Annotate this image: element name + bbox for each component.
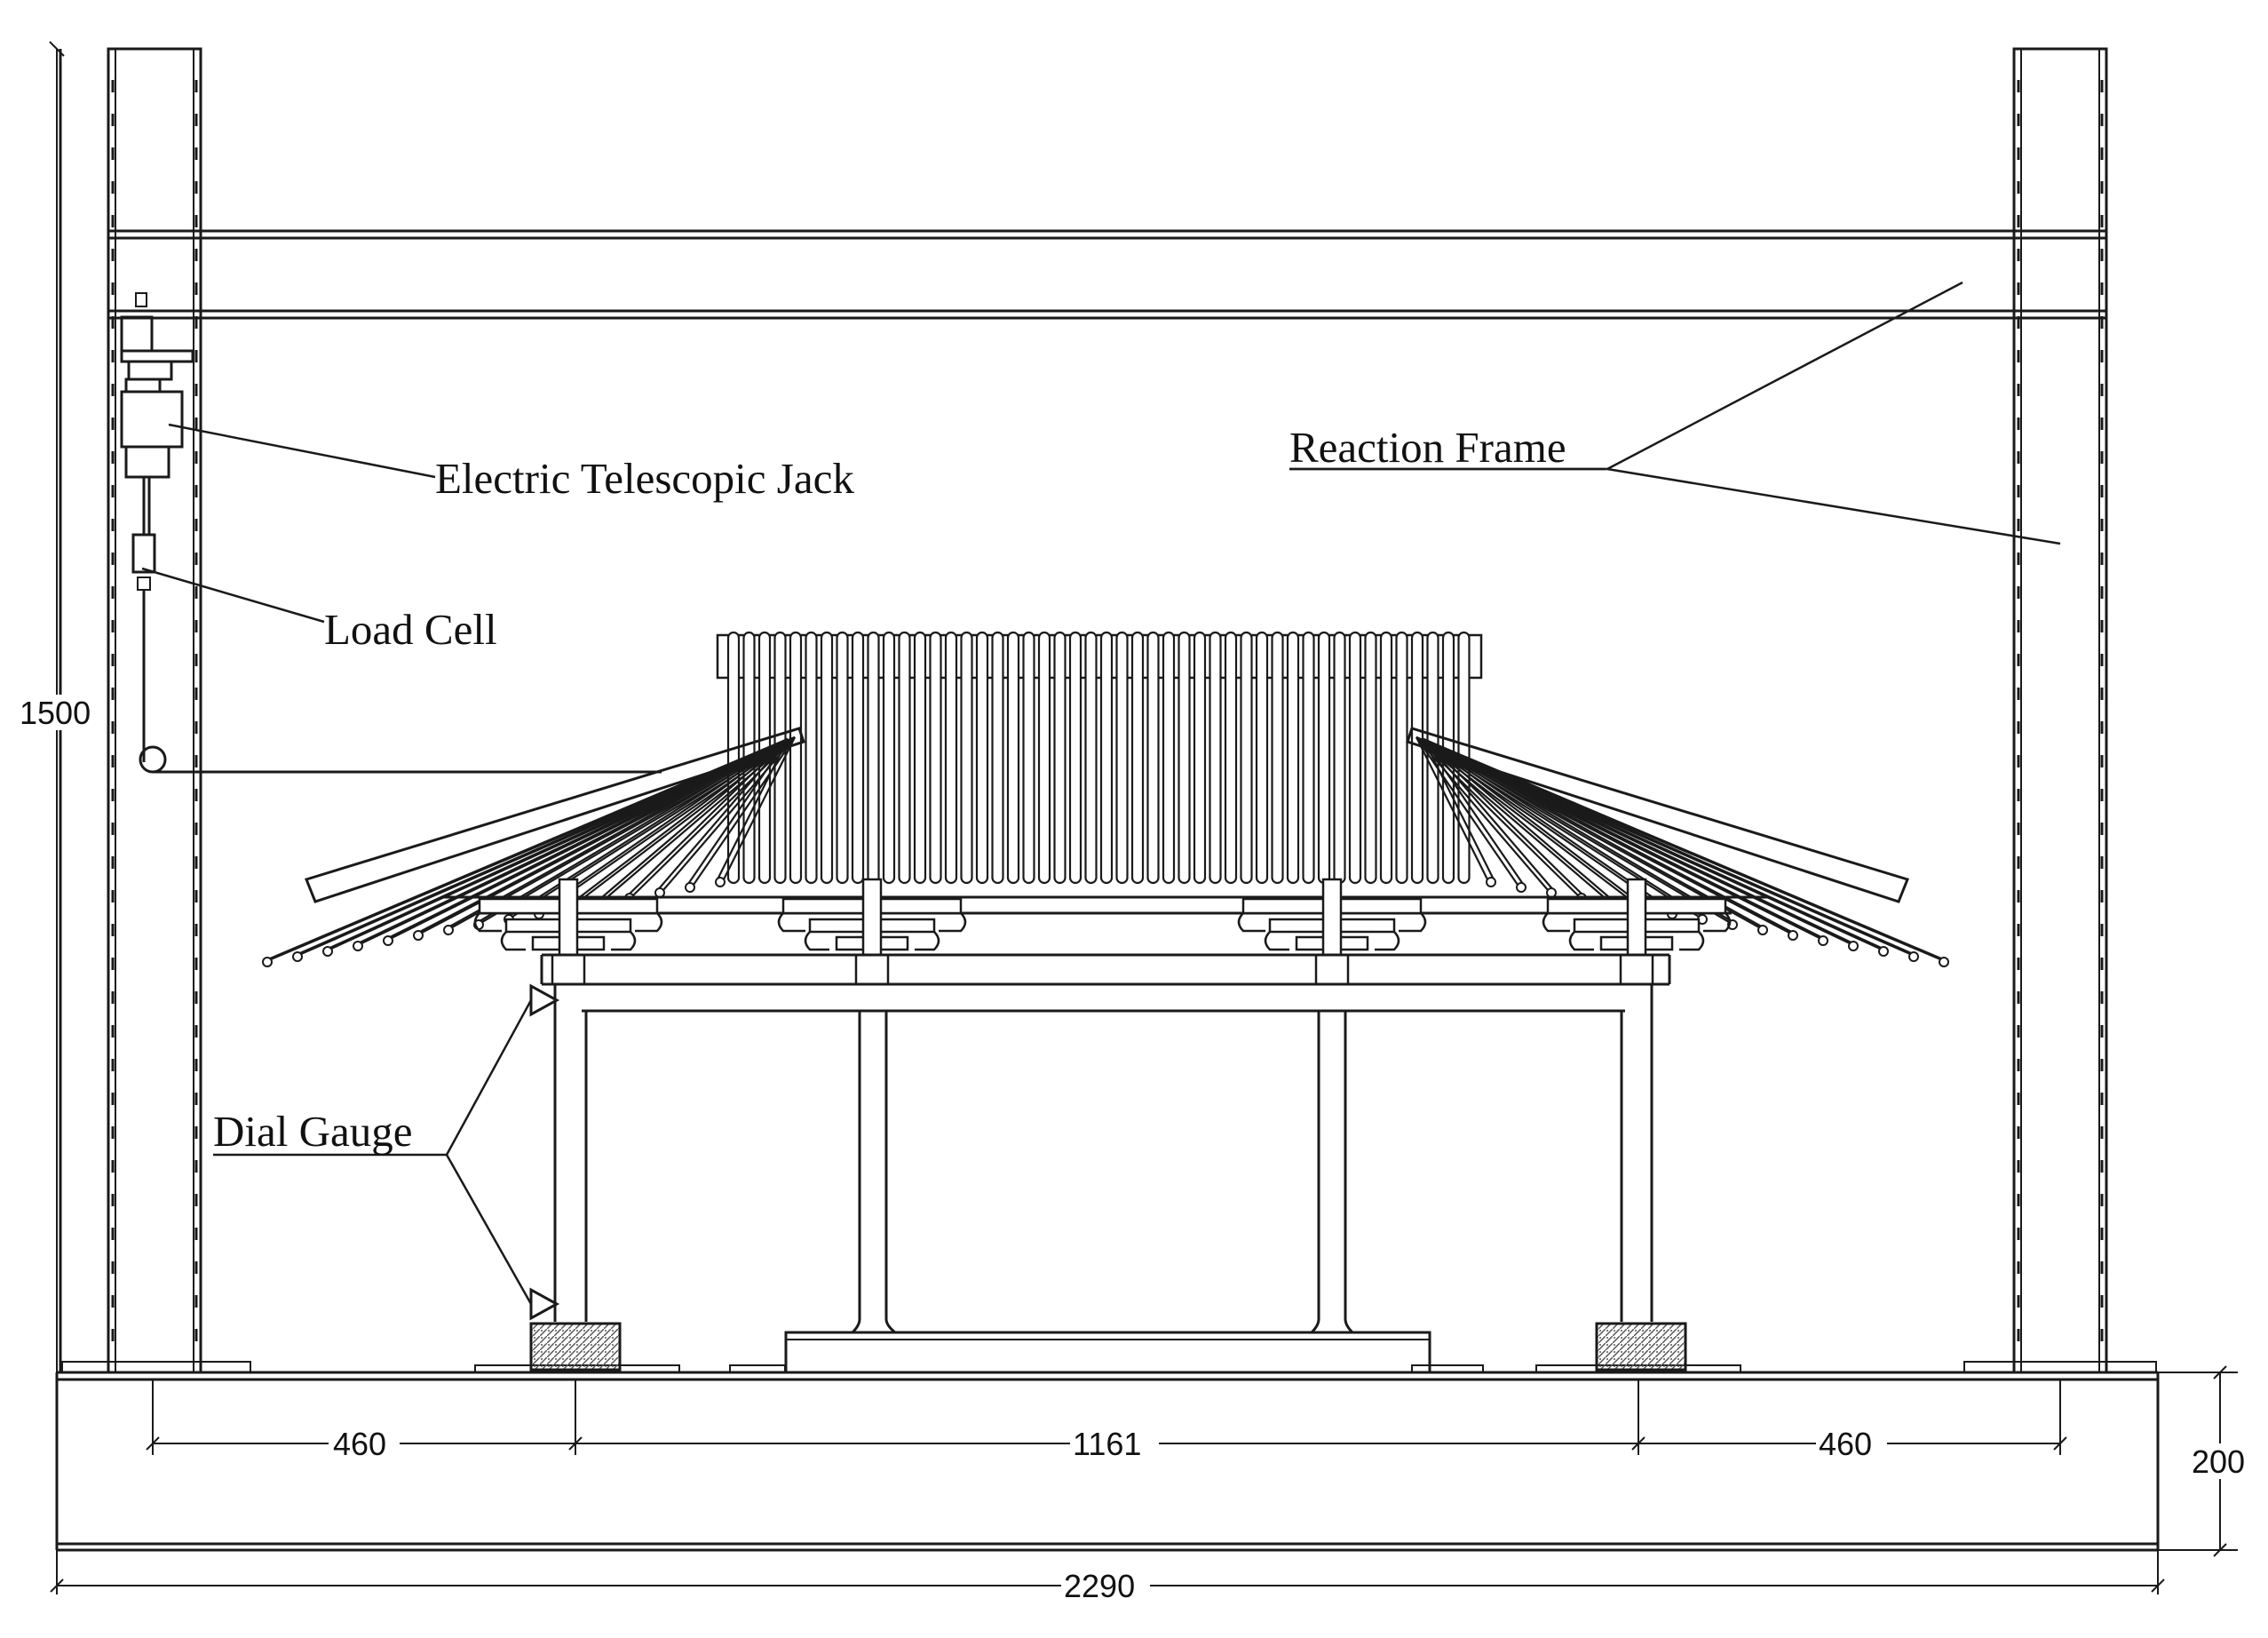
rafter [1006, 631, 1020, 885]
rafter [805, 631, 818, 885]
rafter [1146, 631, 1160, 885]
rafter [1224, 631, 1238, 885]
label-electric-telescopic-jack: Electric Telescopic Jack [435, 454, 854, 503]
base-slab [55, 1361, 2160, 1552]
bracket-set [1542, 878, 1732, 986]
rafter [1255, 631, 1269, 885]
rafter [1271, 631, 1284, 885]
jack-cable [139, 745, 662, 774]
dim-span-right-460: 460 [1819, 1426, 1872, 1462]
dial-gauges [529, 983, 560, 1321]
dougong-bracket-sets [473, 878, 1732, 986]
rafter [1037, 631, 1051, 885]
bracket-set [777, 878, 967, 986]
rafter [1410, 631, 1424, 885]
rafter [851, 631, 865, 885]
dim-height-1500: 1500 [20, 695, 91, 731]
bracket-set [1237, 878, 1427, 986]
reaction-frame-crossbeam [108, 229, 2106, 320]
rafter [1317, 631, 1331, 885]
ancient-timber-building-model [262, 631, 1949, 1372]
rafter [882, 631, 896, 885]
rafter [1379, 631, 1393, 885]
rafter [913, 631, 927, 885]
rafter [929, 631, 942, 885]
rafter [1022, 631, 1035, 885]
dial-gauge-top [529, 983, 560, 1017]
dim-width-2290: 2290 [1064, 1568, 1135, 1604]
rafter [1084, 631, 1098, 885]
right-frame-column [2012, 47, 2108, 1374]
rafter [1240, 631, 1253, 885]
rafter [1193, 631, 1207, 885]
column-bases [529, 1322, 1687, 1372]
rafter [1348, 631, 1362, 885]
rafter [1178, 631, 1191, 885]
rafter [1286, 631, 1300, 885]
rafter [1302, 631, 1315, 885]
right-column-bolt-holes [2017, 80, 2104, 1341]
rafter [1068, 631, 1082, 885]
left-eave-rafters [262, 736, 796, 967]
rafter [1209, 631, 1222, 885]
rafter [1162, 631, 1176, 885]
dim-span-center-1161: 1161 [1073, 1426, 1141, 1462]
rafter [1364, 631, 1377, 885]
rafter [836, 631, 849, 885]
dim-span-left-460: 460 [333, 1426, 386, 1462]
load-cell [131, 533, 156, 762]
left-column-bolt-holes [111, 80, 198, 1341]
label-load-cell: Load Cell [324, 605, 497, 654]
rafter [1395, 631, 1408, 885]
electric-telescopic-jack [120, 292, 194, 535]
dim-base-200: 200 [2192, 1443, 2245, 1480]
building-columns [553, 984, 1653, 1334]
dial-gauge-bottom [529, 1287, 560, 1321]
rafter [1053, 631, 1067, 885]
rafter [975, 631, 989, 885]
rafter [991, 631, 1004, 885]
rafter [1333, 631, 1346, 885]
right-eave-rafters [1416, 736, 1949, 967]
roof-rafters [726, 631, 1471, 885]
rafter [789, 631, 803, 885]
label-reaction-frame: Reaction Frame [1289, 423, 1566, 472]
rafter [960, 631, 973, 885]
rafter [820, 631, 834, 885]
rafter [898, 631, 911, 885]
label-dial-gauge: Dial Gauge [213, 1107, 413, 1156]
rafter [867, 631, 880, 885]
rafter [1130, 631, 1145, 885]
rafter [1099, 631, 1114, 885]
rafter [1115, 631, 1129, 885]
rafter [944, 631, 958, 885]
